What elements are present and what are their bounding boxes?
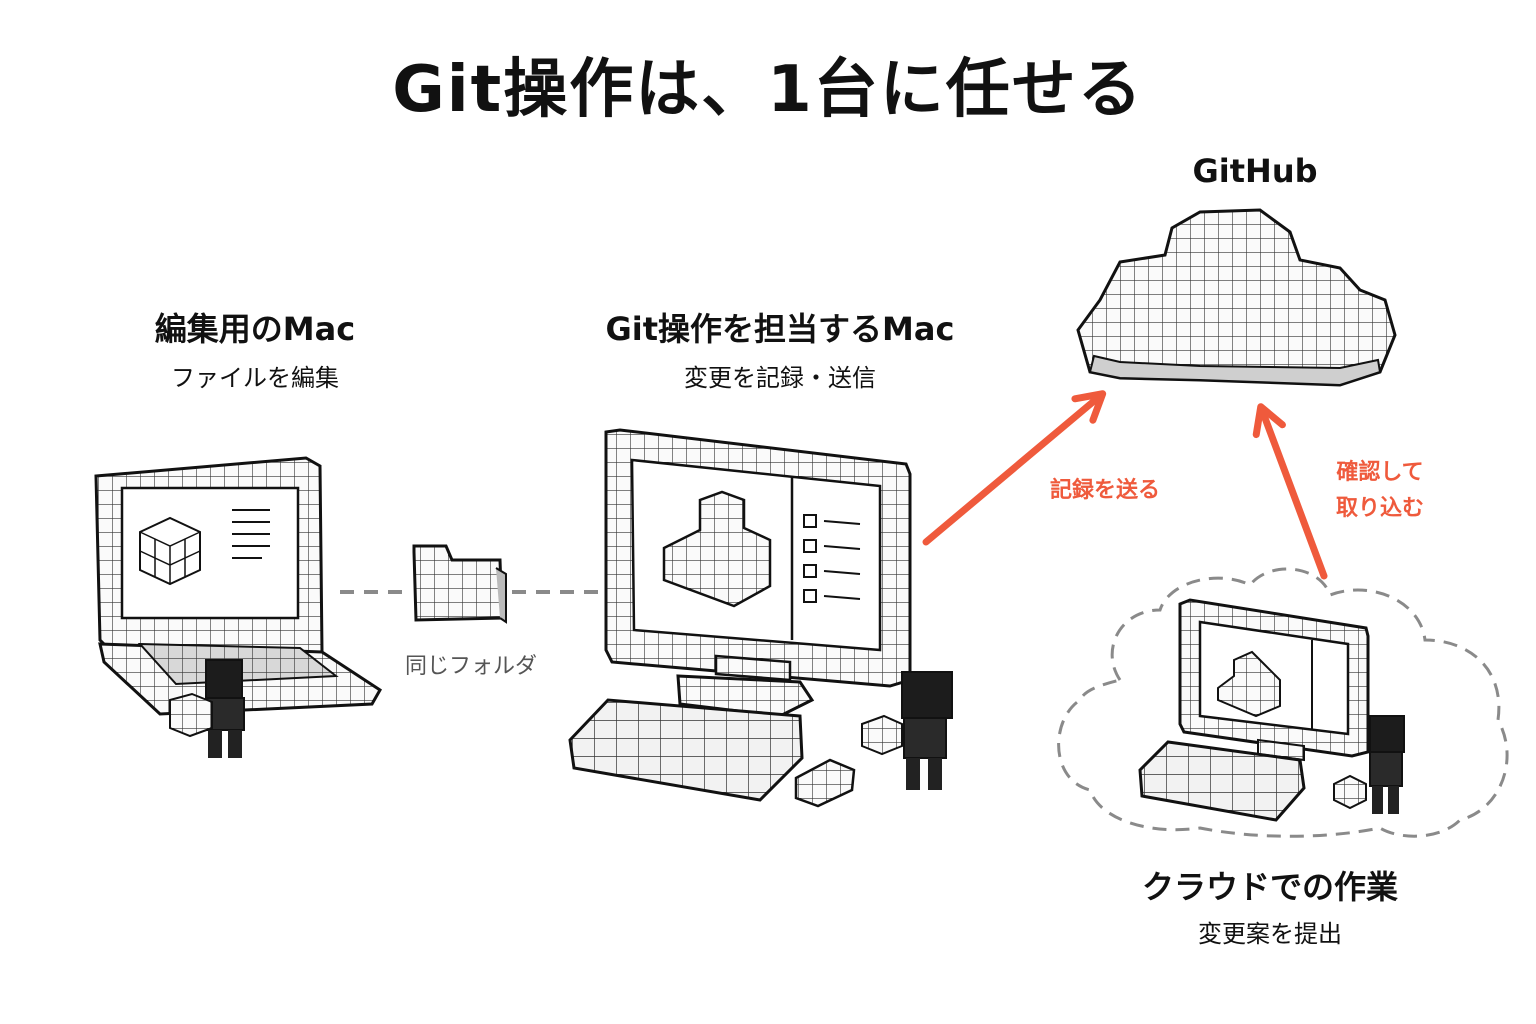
cloud-workspace-boundary bbox=[1057, 567, 1509, 838]
pull-arrow bbox=[1252, 403, 1328, 580]
folder-icon bbox=[412, 544, 507, 624]
pull-arrow-label-line1: 確認して bbox=[1336, 460, 1424, 485]
laptop-icon bbox=[94, 456, 383, 716]
page-title: Git操作は、1台に任せる bbox=[392, 53, 1144, 127]
block-pyramid-icon bbox=[662, 490, 772, 608]
github-cloud-icon bbox=[1076, 208, 1397, 387]
pull-arrow-label-line2: 取り込む bbox=[1335, 496, 1424, 521]
keyboard-icon bbox=[1138, 740, 1306, 822]
github-label: GitHub bbox=[1192, 152, 1318, 190]
person-figure bbox=[861, 671, 953, 790]
person-figure bbox=[169, 659, 245, 758]
cloud-work-title: クラウドでの作業 bbox=[1141, 868, 1398, 906]
keyboard-icon bbox=[568, 698, 804, 802]
cloud-monitor-icon bbox=[1178, 598, 1370, 762]
desktop-monitor-icon bbox=[604, 428, 912, 718]
checklist-icon bbox=[803, 514, 861, 603]
mouse-icon bbox=[794, 758, 856, 808]
text-lines-icon bbox=[232, 509, 270, 559]
shared-folder-label: 同じフォルダ bbox=[404, 654, 537, 679]
git-mac-subtitle: 変更を記録・送信 bbox=[684, 364, 876, 392]
cloud-work-subtitle: 変更案を提出 bbox=[1198, 920, 1342, 948]
push-arrow-label: 記録を送る bbox=[1049, 478, 1160, 503]
push-arrow bbox=[922, 390, 1107, 546]
cube-icon bbox=[139, 516, 201, 586]
git-mac-title: Git操作を担当するMac bbox=[605, 310, 955, 348]
person-figure bbox=[1333, 715, 1405, 814]
edit-mac-title: 編集用のMac bbox=[154, 310, 356, 348]
edit-mac-subtitle: ファイルを編集 bbox=[171, 364, 339, 392]
